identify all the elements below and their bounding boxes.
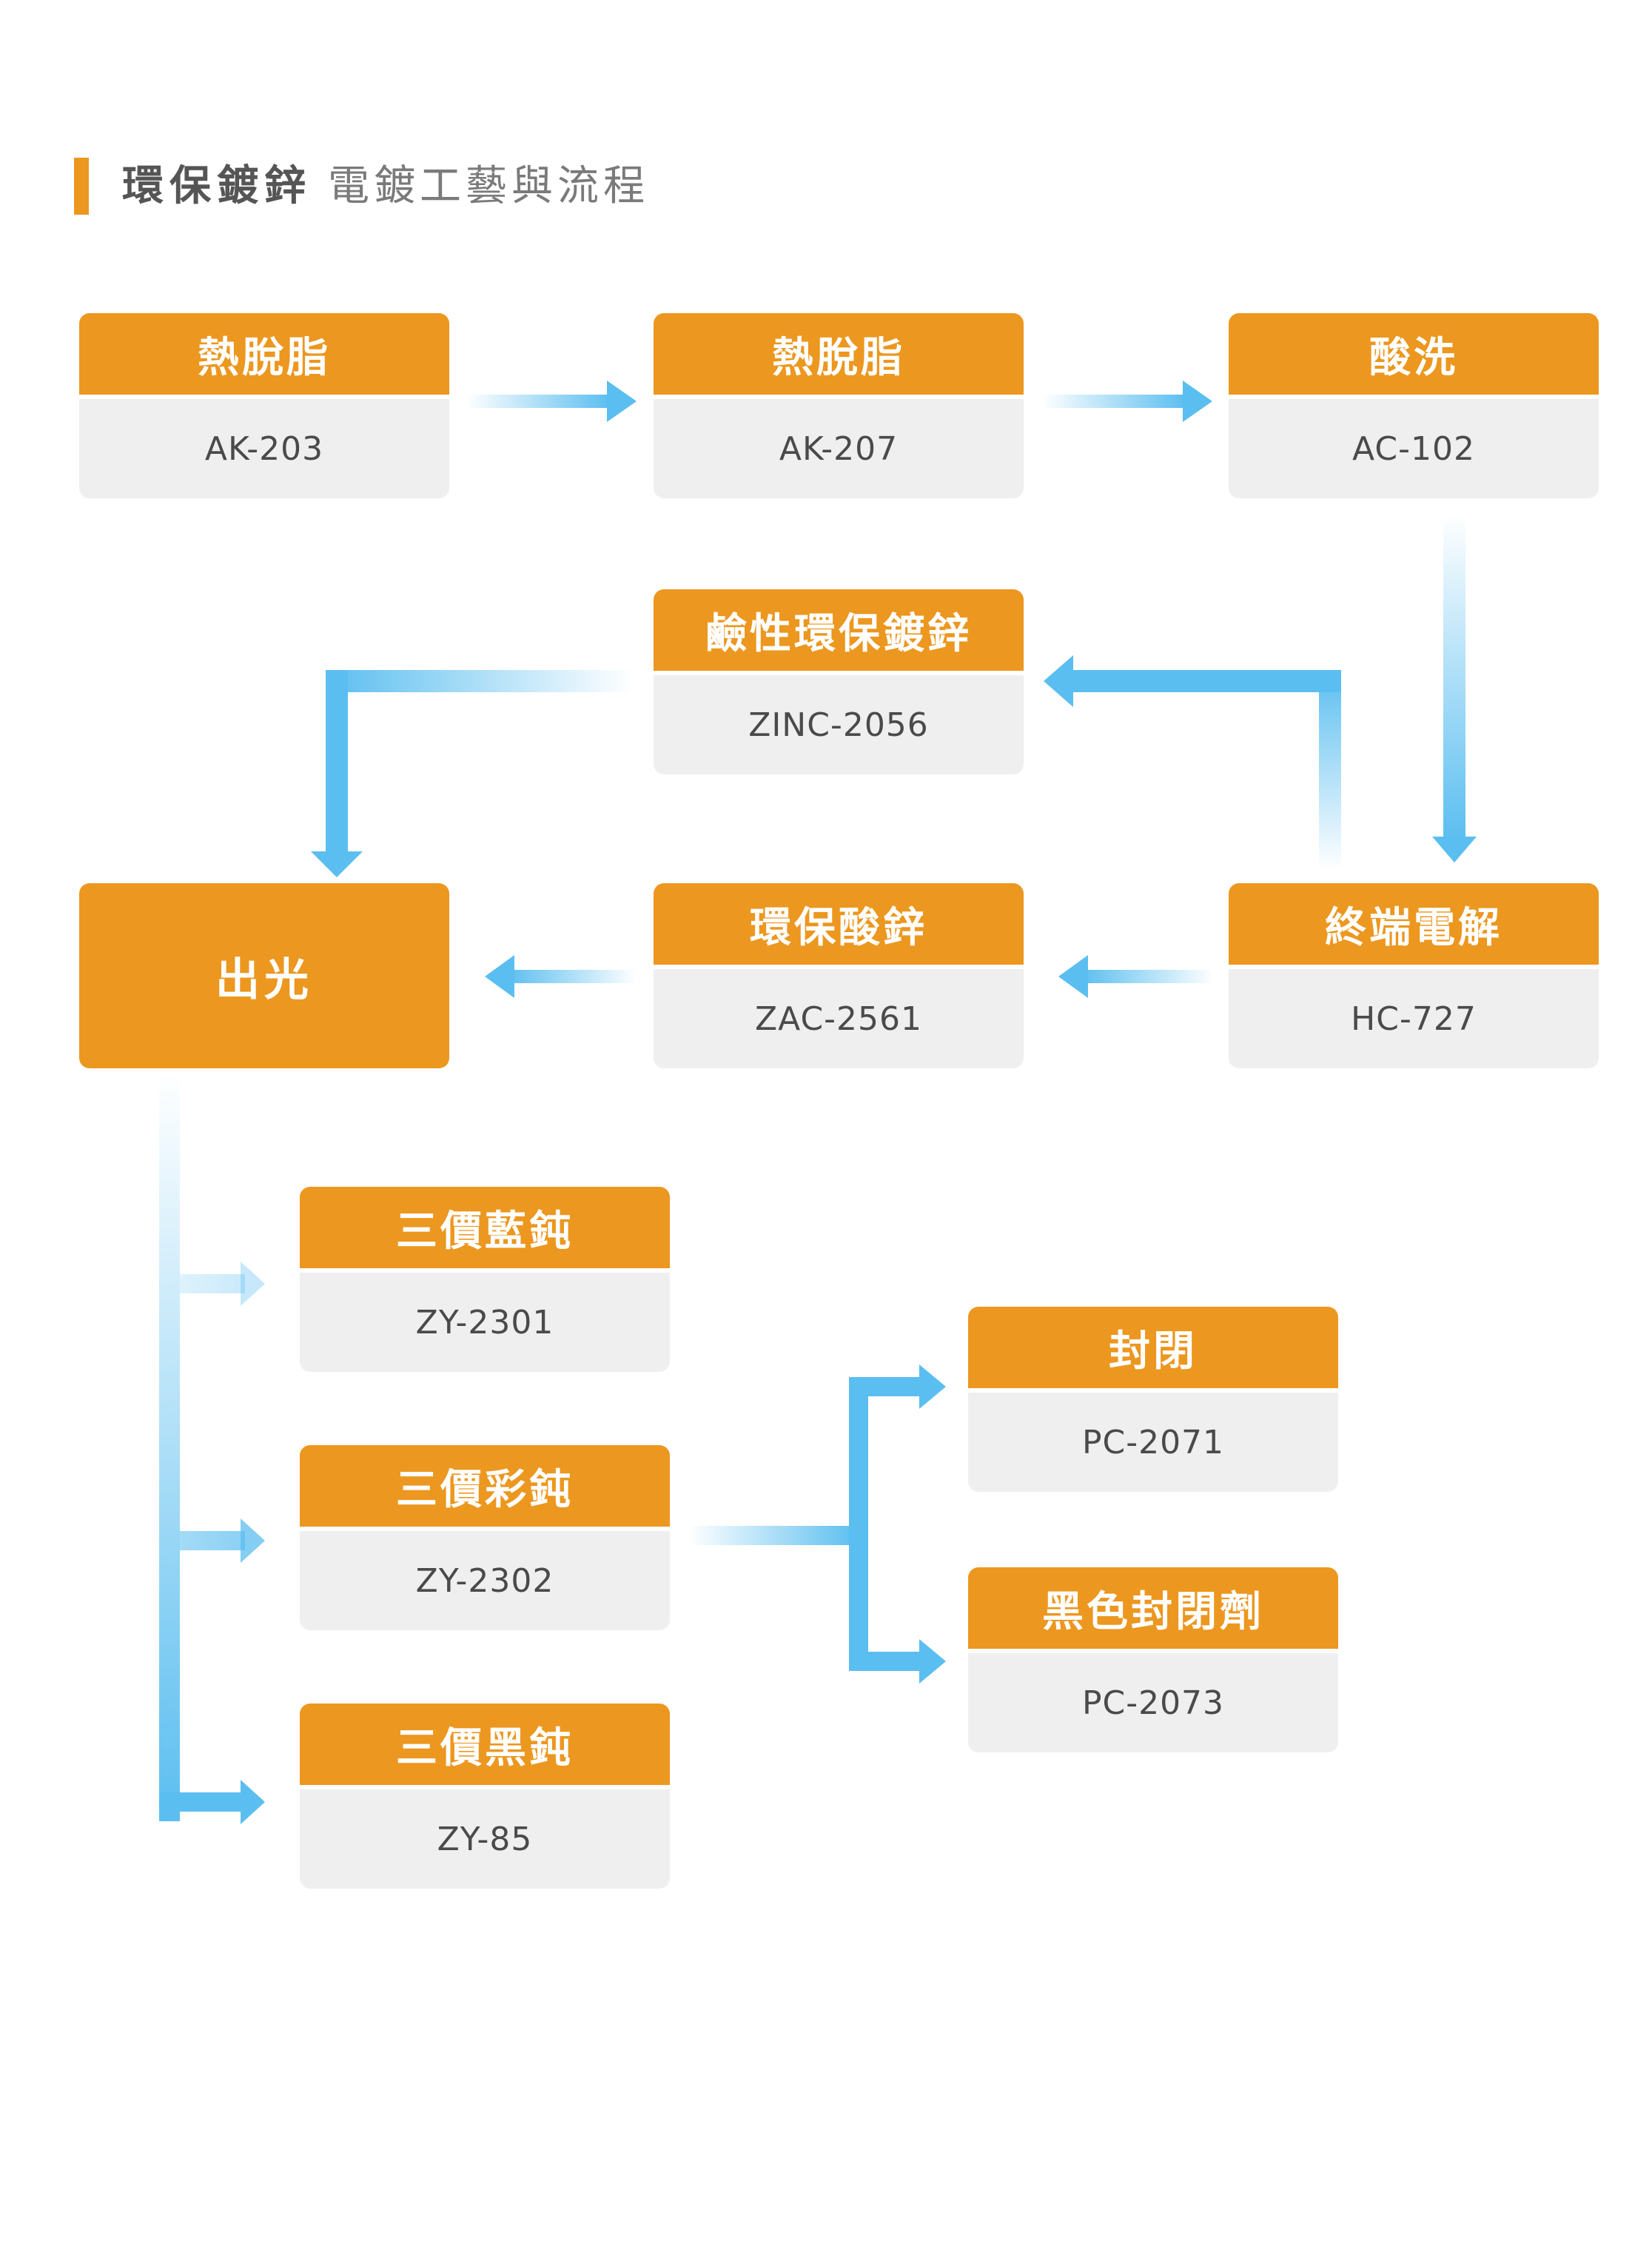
node-degrease-1: 熱脫脂 AK-203 xyxy=(79,313,449,498)
page-title: 環保鍍鋅電鍍工藝與流程 xyxy=(122,157,649,216)
node-acid-zinc: 環保酸鋅 ZAC-2561 xyxy=(654,883,1024,1068)
arrow-acid-zinc-to-brighten xyxy=(485,955,637,998)
node-code: AC-102 xyxy=(1229,399,1599,498)
node-blue-passivation: 三價藍鈍 ZY-2301 xyxy=(300,1187,670,1372)
node-name: 鹼性環保鍍鋅 xyxy=(654,589,1024,671)
arrow-pickling-to-final-electrolysis xyxy=(1432,515,1477,863)
arrow-color-passivation-to-sealing xyxy=(688,1364,946,1684)
node-name: 三價藍鈍 xyxy=(300,1187,670,1268)
node-name: 環保酸鋅 xyxy=(654,883,1024,965)
node-name: 出光 xyxy=(215,954,313,1006)
node-degrease-2: 熱脫脂 AK-207 xyxy=(654,313,1024,498)
node-name: 終端電解 xyxy=(1229,883,1599,965)
node-black-sealant: 黑色封閉劑 PC-2073 xyxy=(968,1567,1338,1752)
node-brighten: 出光 xyxy=(79,883,449,1068)
node-code: ZY-85 xyxy=(300,1789,670,1889)
title-accent-bar xyxy=(74,158,89,215)
node-final-electrolysis: 終端電解 HC-727 xyxy=(1229,883,1599,1068)
title-bold: 環保鍍鋅 xyxy=(122,162,312,210)
title-light: 電鍍工藝與流程 xyxy=(328,162,649,210)
node-code: AK-207 xyxy=(654,399,1024,498)
node-color-passivation: 三價彩鈍 ZY-2302 xyxy=(300,1445,670,1630)
arrow-final-electrolysis-to-alkaline-zinc xyxy=(1044,655,1341,870)
node-black-passivation: 三價黑鈍 ZY-85 xyxy=(300,1704,670,1889)
node-code: PC-2071 xyxy=(968,1393,1338,1492)
node-code: PC-2073 xyxy=(968,1653,1338,1752)
arrow-final-electrolysis-to-acid-zinc xyxy=(1058,955,1214,998)
arrow-degrease1-to-degrease2 xyxy=(466,381,637,422)
node-code: ZY-2301 xyxy=(300,1273,670,1372)
node-sealing: 封閉 PC-2071 xyxy=(968,1307,1338,1492)
node-alkaline-zinc: 鹼性環保鍍鋅 ZINC-2056 xyxy=(654,589,1024,774)
node-name: 酸洗 xyxy=(1229,313,1599,395)
node-name: 封閉 xyxy=(968,1307,1338,1388)
node-code: ZY-2302 xyxy=(300,1531,670,1630)
node-name: 熱脫脂 xyxy=(654,313,1024,395)
arrow-alkaline-zinc-to-brighten xyxy=(311,670,633,877)
node-name: 三價黑鈍 xyxy=(300,1704,670,1785)
node-code: AK-203 xyxy=(79,399,449,498)
node-code: HC-727 xyxy=(1229,969,1599,1068)
node-code: ZAC-2561 xyxy=(654,969,1024,1068)
node-name: 熱脫脂 xyxy=(79,313,449,395)
arrow-degrease2-to-pickling xyxy=(1042,381,1212,422)
node-pickling: 酸洗 AC-102 xyxy=(1229,313,1599,498)
node-code: ZINC-2056 xyxy=(654,675,1024,774)
node-name: 黑色封閉劑 xyxy=(968,1567,1338,1649)
node-name: 三價彩鈍 xyxy=(300,1445,670,1527)
arrow-brighten-to-passivation xyxy=(159,1072,265,1824)
